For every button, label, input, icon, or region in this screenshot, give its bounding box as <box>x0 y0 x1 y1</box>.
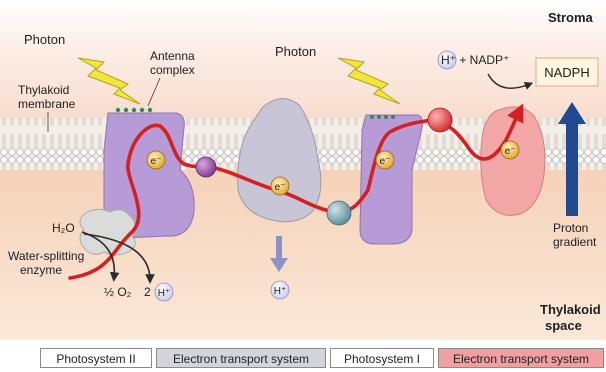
legend: Photosystem II Electron transport system… <box>0 344 606 372</box>
thylakoid-membrane-label-1: Thylakoid <box>18 83 69 97</box>
nadph-label: NADPH <box>544 65 590 80</box>
electron-marker: e⁻ <box>271 177 289 195</box>
antenna-complex-label-1: Antenna <box>150 49 195 63</box>
plastocyanin-carrier <box>327 201 351 225</box>
proton-gradient-label-2: gradient <box>553 235 597 249</box>
oxygen-label: ½ O₂ <box>104 285 132 299</box>
legend-electron-transport-1: Electron transport system <box>156 348 326 368</box>
photon-label-left: Photon <box>24 32 65 47</box>
stroma-label: Stroma <box>548 10 594 25</box>
electron-label: e⁻ <box>275 182 286 193</box>
electron-label: e⁻ <box>151 156 162 167</box>
electron-marker: e⁻ <box>501 141 519 159</box>
water-label: H₂O <box>52 221 75 235</box>
water-splitting-enzyme-label-2: enzyme <box>20 263 62 277</box>
thylakoid-membrane-label-2: membrane <box>18 97 76 111</box>
photosynthesis-diagram: e⁻ e⁻ e⁻ e⁻ Stroma Photon Photon Antenna… <box>0 0 606 340</box>
h-plus-label: H⁺ <box>158 288 171 299</box>
proton-gradient-label-1: Proton <box>553 221 588 235</box>
electron-label: e⁻ <box>505 146 516 157</box>
water-splitting-enzyme-label-1: Water-splitting <box>8 249 84 263</box>
electron-marker: e⁻ <box>376 151 394 169</box>
thylakoid-space-label-1: Thylakoid <box>540 302 601 317</box>
electron-label: e⁻ <box>380 156 391 167</box>
h-plus-label: H⁺ <box>274 286 287 297</box>
electron-marker: e⁻ <box>147 151 165 169</box>
two-protons-count: 2 <box>144 285 151 299</box>
thylakoid-space-label-2: space <box>545 318 582 333</box>
legend-electron-transport-2: Electron transport system <box>438 348 604 368</box>
legend-photosystem-i: Photosystem I <box>330 348 434 368</box>
photon-label-right: Photon <box>275 44 316 59</box>
ferredoxin-carrier <box>428 108 452 132</box>
legend-photosystem-ii: Photosystem II <box>40 348 152 368</box>
antenna-complex-label-2: complex <box>150 63 195 77</box>
h-plus-nadp-label: H⁺ + NADP⁺ <box>441 53 509 67</box>
plastoquinone-carrier <box>196 157 216 177</box>
